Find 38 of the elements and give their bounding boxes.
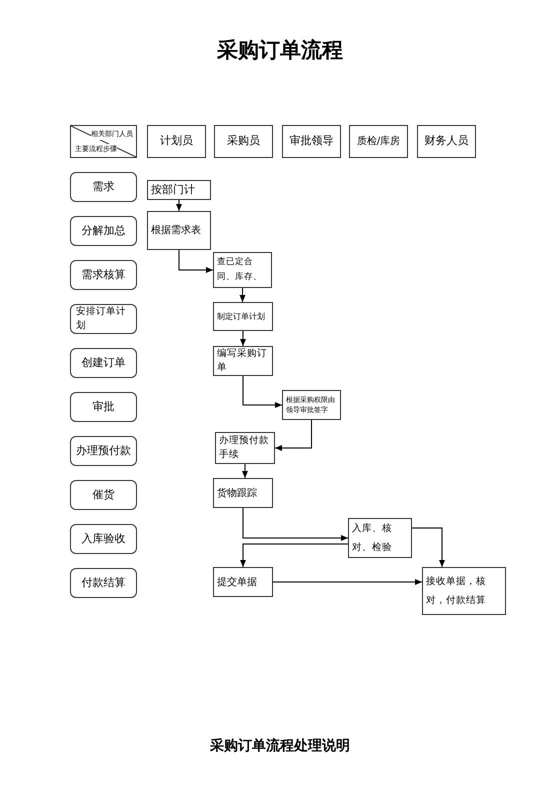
process-box: 制定订单计划 bbox=[213, 302, 273, 331]
arrow bbox=[240, 544, 348, 568]
role-header: 采购员 bbox=[214, 125, 273, 158]
step-label: 入库验收 bbox=[70, 524, 137, 554]
step-label: 分解加总 bbox=[70, 216, 137, 246]
step-label: 催货 bbox=[70, 480, 137, 510]
step-label: 安排订单计划 bbox=[70, 304, 137, 334]
arrow bbox=[240, 288, 246, 302]
step-label: 需求核算 bbox=[70, 260, 137, 290]
process-box: 货物跟踪 bbox=[213, 478, 273, 508]
process-box: 编写采购订单 bbox=[213, 346, 273, 376]
process-box: 查已定合同、库存、 bbox=[213, 252, 272, 288]
process-box: 办理预付款手续 bbox=[215, 432, 275, 464]
step-label: 需求 bbox=[70, 172, 137, 202]
arrow bbox=[240, 330, 246, 346]
arrow bbox=[274, 420, 312, 451]
arrow bbox=[412, 528, 445, 568]
title: 采购订单流程 bbox=[216, 37, 344, 64]
step-label: 创建订单 bbox=[70, 348, 137, 378]
arrow bbox=[242, 464, 248, 478]
arrow bbox=[176, 200, 182, 212]
role-header: 质检/库房 bbox=[349, 125, 408, 158]
arrow bbox=[242, 508, 348, 541]
role-header: 财务人员 bbox=[417, 125, 476, 158]
arrow bbox=[272, 579, 422, 585]
process-box: 入库、核对、检验 bbox=[348, 518, 412, 558]
role-header: 审批领导 bbox=[282, 125, 341, 158]
process-box: 按部门计 bbox=[147, 180, 211, 200]
arrow bbox=[242, 376, 282, 408]
arrow bbox=[178, 250, 214, 273]
process-box: 接收单据，核对，付款结算 bbox=[422, 567, 506, 615]
caption: 采购订单流程处理说明 bbox=[209, 737, 351, 755]
step-label: 付款结算 bbox=[70, 568, 137, 598]
process-box: 根据需求表 bbox=[147, 211, 211, 250]
role-header: 计划员 bbox=[147, 125, 206, 158]
step-label: 办理预付款 bbox=[70, 436, 137, 466]
process-box: 提交单据 bbox=[213, 567, 273, 597]
step-label: 审批 bbox=[70, 392, 137, 422]
